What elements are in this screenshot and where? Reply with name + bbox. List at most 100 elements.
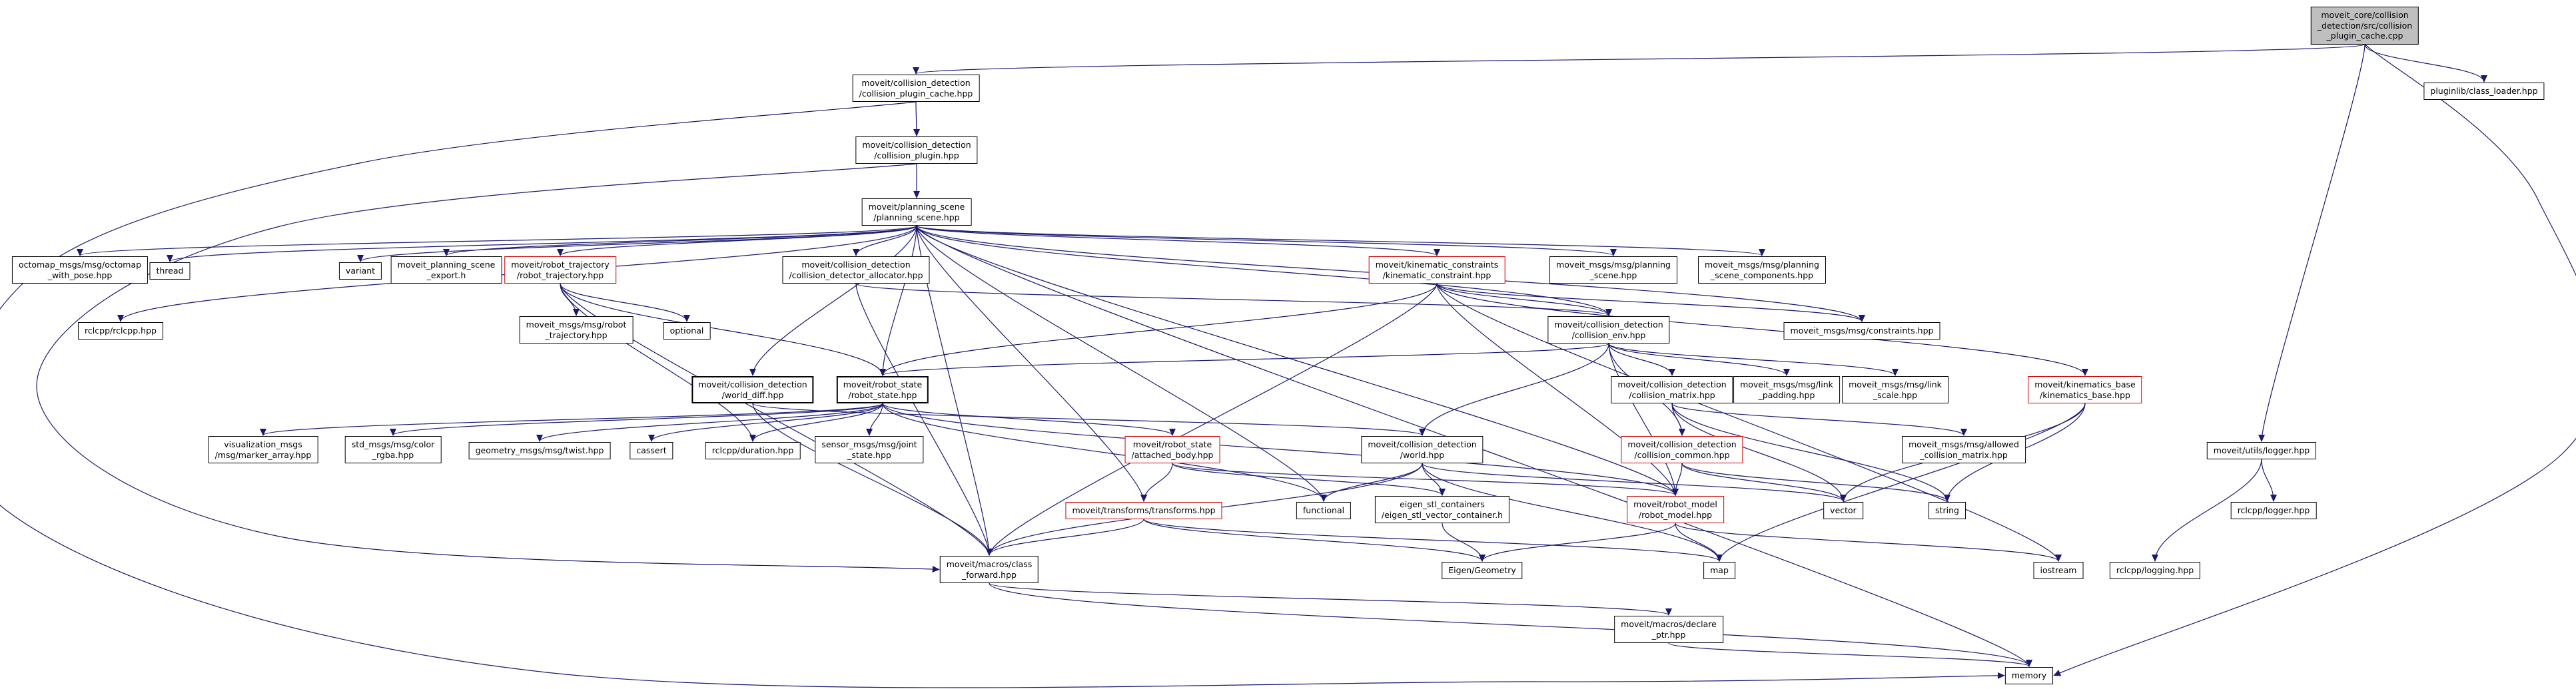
include-edge-cache_hpp-to-memory — [0, 101, 2005, 688]
node-label-line: moveit_msgs/msg/link — [1849, 379, 1942, 389]
graph-node-declare_ptr[interactable]: moveit/macros/declare_ptr.hpp — [1614, 616, 1723, 643]
graph-node-vector[interactable]: vector — [1823, 502, 1863, 519]
graph-node-variant[interactable]: variant — [338, 262, 382, 280]
include-edge-attached_body-to-robot_model — [1172, 463, 1679, 496]
node-label-line: /robot_model.hpp — [1638, 509, 1713, 520]
include-edge-world_diff-to-world — [752, 403, 1426, 436]
graph-node-memory[interactable]: memory — [2004, 667, 2054, 684]
include-edge-collision_env-to-world — [1419, 343, 1609, 436]
include-edge-cpp_main-to-utils_logger — [2258, 44, 2365, 442]
node-label-line: /eigen_stl_vector_container.h — [1381, 509, 1503, 520]
node-label-line: moveit/robot_trajectory — [511, 260, 610, 270]
include-edge-planning_scene_hpp-to-octomap — [77, 225, 917, 256]
node-label-line: /kinematics_base.hpp — [2040, 389, 2130, 400]
graph-node-rclcpp_logger[interactable]: rclcpp/logger.hpp — [2230, 502, 2317, 519]
include-edge-transforms-to-eigen_geometry — [1143, 519, 1486, 562]
node-label-line: _with_pose.hpp — [47, 270, 113, 280]
graph-node-class_forward[interactable]: moveit/macros/class_forward.hpp — [939, 556, 1039, 583]
graph-node-collision_env[interactable]: moveit/collision_detection/collision_env… — [1547, 316, 1670, 344]
node-label-line: moveit_msgs/msg/planning — [1705, 260, 1819, 270]
graph-node-world_diff[interactable]: moveit/collision_detection/world_diff.hp… — [691, 376, 814, 403]
graph-node-color_rgba[interactable]: std_msgs/msg/color_rgba.hpp — [344, 436, 442, 463]
node-label-line: vector — [1830, 505, 1857, 515]
node-label-line: rclcpp/logger.hpp — [2237, 505, 2310, 515]
node-label-line: _detection/src/collision — [2317, 20, 2413, 31]
node-label-line: moveit/collision_detection — [862, 140, 971, 150]
node-label-line: moveit/transforms/transforms.hpp — [1072, 505, 1216, 515]
include-edge-planning_scene_hpp-to-kin_constraint — [916, 225, 1440, 256]
node-label-line: /msg/marker_array.hpp — [215, 449, 312, 460]
node-label-line: /collision_common.hpp — [1634, 449, 1730, 460]
graph-node-msg_ps[interactable]: moveit_msgs/msg/planning_scene.hpp — [1549, 256, 1677, 284]
node-label-line: /world_diff.hpp — [721, 389, 784, 400]
graph-node-world[interactable]: moveit/collision_detection/world.hpp — [1361, 436, 1484, 463]
graph-node-robot_state[interactable]: moveit/robot_state/robot_state.hpp — [836, 376, 929, 403]
node-label-line: octomap_msgs/msg/octomap — [18, 260, 142, 270]
graph-node-collision_common[interactable]: moveit/collision_detection/collision_com… — [1621, 436, 1743, 463]
include-edge-attached_body-to-eigen_stl — [1172, 463, 1446, 496]
graph-node-kinematics_base[interactable]: moveit/kinematics_base/kinematics_base.h… — [2028, 376, 2142, 403]
graph-node-robot_traj[interactable]: moveit/robot_trajectory/robot_trajectory… — [504, 256, 616, 284]
graph-node-msg_psc[interactable]: moveit_msgs/msg/planning_scene_component… — [1698, 256, 1826, 284]
graph-node-export_h[interactable]: moveit_planning_scene_export.h — [390, 256, 502, 284]
node-label-line: moveit_msgs/msg/robot — [526, 320, 627, 330]
graph-node-allowed_cm[interactable]: moveit_msgs/msg/allowed_collision_matrix… — [1902, 436, 2026, 463]
include-edge-utils_logger-to-rclcpp_logging — [2152, 459, 2262, 562]
graph-node-twist[interactable]: geometry_msgs/msg/twist.hpp — [468, 442, 611, 459]
graph-node-planning_scene_hpp[interactable]: moveit/planning_scene/planning_scene.hpp — [861, 198, 972, 226]
include-edge-kin_constraint-to-robot_model — [1436, 283, 1679, 496]
node-label-line: moveit/collision_detection — [1368, 439, 1477, 449]
graph-node-eigen_geometry[interactable]: Eigen/Geometry — [1442, 562, 1523, 579]
graph-node-thread[interactable]: thread — [149, 262, 191, 280]
graph-node-optional[interactable]: optional — [663, 322, 711, 340]
node-label-line: moveit_msgs/msg/constraints.hpp — [1790, 326, 1934, 336]
graph-node-collision_matrix[interactable]: moveit/collision_detection/collision_mat… — [1611, 376, 1733, 403]
include-edge-cda-to-class_forward — [855, 283, 993, 556]
include-edge-kinematics_base-to-map — [1716, 403, 2086, 562]
graph-node-eigen_stl[interactable]: eigen_stl_containers/eigen_stl_vector_co… — [1374, 496, 1510, 523]
node-label-line: optional — [669, 326, 704, 336]
include-edge-planning_scene_hpp-to-export_h — [443, 225, 917, 256]
graph-node-cassert[interactable]: cassert — [630, 442, 673, 459]
graph-node-cpp_main[interactable]: moveit_core/collision_detection/src/coll… — [2310, 7, 2419, 45]
graph-node-transforms[interactable]: moveit/transforms/transforms.hpp — [1065, 502, 1222, 519]
include-edge-robot_traj-to-optional — [560, 283, 690, 322]
graph-node-kin_constraint[interactable]: moveit/kinematic_constraints/kinematic_c… — [1368, 256, 1505, 284]
graph-node-plugin_hpp[interactable]: moveit/collision_detection/collision_plu… — [855, 136, 978, 164]
graph-node-marker_array[interactable]: visualization_msgs/msg/marker_array.hpp — [208, 436, 318, 463]
include-edge-class_forward-to-memory — [989, 582, 2032, 667]
graph-node-functional[interactable]: functional — [1296, 502, 1352, 519]
graph-node-iostream[interactable]: iostream — [2033, 562, 2084, 579]
node-label-line: moveit/utils/logger.hpp — [2213, 445, 2310, 455]
include-edge-kin_constraint-to-msg_constraints — [1436, 283, 1865, 322]
node-label-line: moveit/robot_model — [1633, 499, 1717, 509]
graph-node-cda[interactable]: moveit/collision_detection/collision_det… — [782, 256, 930, 284]
graph-node-msg_rt[interactable]: moveit_msgs/msg/robot_trajectory.hpp — [519, 316, 634, 344]
graph-node-rclcpp_logging[interactable]: rclcpp/logging.hpp — [2109, 562, 2201, 579]
graph-node-msg_constraints[interactable]: moveit_msgs/msg/constraints.hpp — [1783, 322, 1940, 340]
node-label-line: thread — [156, 266, 184, 276]
graph-node-string[interactable]: string — [1929, 502, 1966, 519]
graph-node-link_padding[interactable]: moveit_msgs/msg/link_padding.hpp — [1733, 376, 1840, 403]
graph-node-utils_logger[interactable]: moveit/utils/logger.hpp — [2206, 442, 2317, 459]
node-label-line: Eigen/Geometry — [1448, 565, 1516, 575]
graph-node-octomap[interactable]: octomap_msgs/msg/octomap_with_pose.hpp — [11, 256, 149, 284]
graph-node-link_scale[interactable]: moveit_msgs/msg/link_scale.hpp — [1842, 376, 1948, 403]
graph-node-duration[interactable]: rclcpp/duration.hpp — [705, 442, 801, 459]
node-label-line: moveit_msgs/msg/allowed — [1909, 439, 2019, 449]
graph-node-robot_model[interactable]: moveit/robot_model/robot_model.hpp — [1627, 496, 1724, 523]
graph-node-rclcpp_hpp[interactable]: rclcpp/rclcpp.hpp — [78, 322, 163, 340]
node-label-line: /planning_scene.hpp — [873, 212, 960, 222]
include-edge-transforms-to-class_forward — [986, 519, 1144, 556]
graph-node-cache_hpp[interactable]: moveit/collision_detection/collision_plu… — [852, 75, 980, 102]
graph-node-attached_body[interactable]: moveit/robot_state/attached_body.hpp — [1124, 436, 1220, 463]
node-label-line: moveit/robot_state — [843, 379, 923, 389]
include-edge-planning_scene_hpp-to-functional — [916, 225, 1327, 502]
graph-node-joint_state[interactable]: sensor_msgs/msg/joint_state.hpp — [815, 436, 924, 463]
include-edge-robot_state-to-twist — [536, 403, 883, 442]
node-label-line: visualization_msgs — [224, 439, 302, 449]
node-label-line: /kinematic_constraint.hpp — [1382, 270, 1492, 280]
node-label-line: /collision_env.hpp — [1571, 330, 1646, 340]
graph-node-map[interactable]: map — [1703, 562, 1735, 579]
graph-node-pluginlib[interactable]: pluginlib/class_loader.hpp — [2423, 83, 2545, 100]
